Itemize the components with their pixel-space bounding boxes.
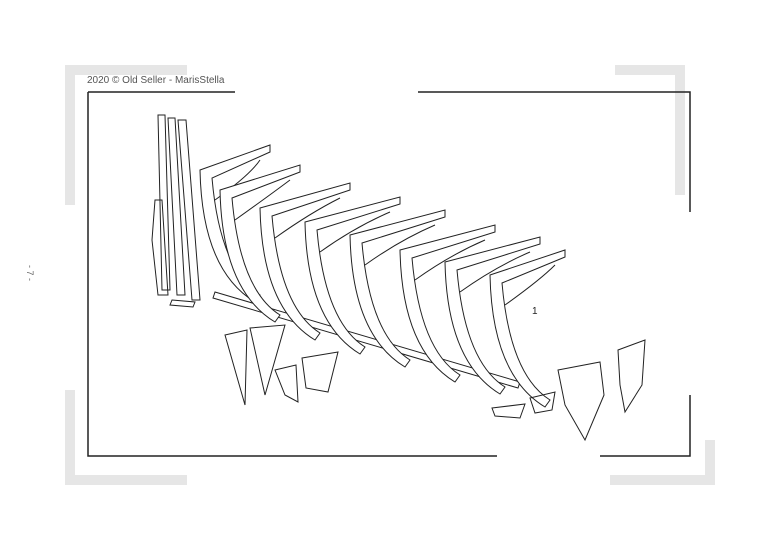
corner-mark-br-h: [610, 475, 715, 485]
frame-deck-line: [319, 211, 391, 253]
frame-5: [349, 209, 446, 368]
frame-3: [259, 182, 351, 341]
frame-8: [489, 249, 566, 408]
corner-mark-tr-v: [675, 65, 685, 195]
corner-mark-tr-h: [615, 65, 685, 75]
page-border: [87, 91, 691, 457]
frames: [199, 144, 566, 408]
frame-2: [219, 164, 301, 323]
frame-deck-line: [504, 264, 556, 306]
corner-mark-bl-h: [65, 475, 187, 485]
corner-mark-tl-h: [65, 65, 187, 75]
copyright-text: 2020 © Old Seller - MarisStella: [87, 75, 225, 86]
keel-pieces: [151, 114, 521, 389]
frame-6: [399, 224, 496, 383]
frame-number: 1: [532, 306, 538, 317]
corner-mark-tl-v: [65, 65, 75, 205]
loose-parts: [224, 324, 646, 442]
frame-deck-line: [459, 251, 531, 293]
corner-mark-br-v: [705, 440, 715, 485]
frame-deck-line: [414, 239, 486, 281]
frame-deck-line: [274, 197, 341, 239]
frame-4: [304, 196, 401, 355]
frame-7: [444, 236, 541, 395]
frame-deck-line: [364, 224, 436, 266]
frame-deck-line: [234, 179, 291, 221]
corner-mark-bl-v: [65, 390, 75, 485]
